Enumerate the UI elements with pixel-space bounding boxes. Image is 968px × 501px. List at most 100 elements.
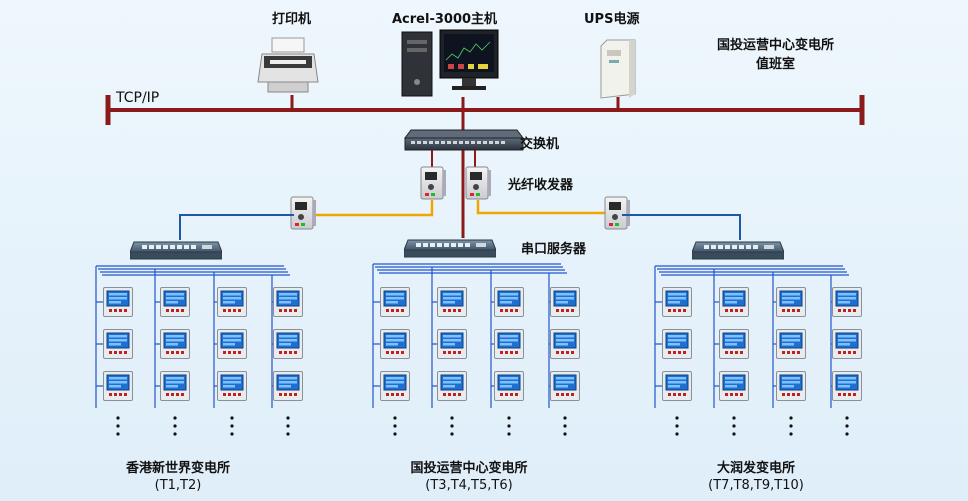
switch-label: 交换机 — [520, 137, 560, 152]
continuation-dot — [845, 424, 849, 428]
continuation-dot — [789, 432, 793, 436]
continuation-dot — [450, 432, 454, 436]
power-meter-icon — [273, 329, 303, 359]
substation-name: 国投运营中心变电所 — [410, 461, 528, 476]
duty-room-label-line2: 值班室 — [756, 57, 796, 72]
continuation-dot — [286, 416, 290, 420]
power-meter-icon — [719, 329, 749, 359]
host-label: Acrel-3000主机 — [392, 12, 498, 27]
power-meter-icon — [380, 287, 410, 317]
serial-server-icon — [404, 239, 496, 258]
power-meter-icon — [494, 329, 524, 359]
continuation-dot — [450, 424, 454, 428]
tcpip-bus — [105, 95, 865, 125]
power-meter-icon — [160, 287, 190, 317]
substation-caption-1: 香港新世界变电所 (T1,T2) — [108, 457, 248, 493]
continuation-dot — [116, 416, 120, 420]
power-meter-icon — [103, 329, 133, 359]
substation-transformers: (T1,T2) — [154, 478, 202, 493]
substation-caption-3: 大润发变电所 (T7,T8,T9,T10) — [686, 457, 826, 493]
tcpip-label: TCP/IP — [116, 90, 160, 106]
continuation-dot — [789, 424, 793, 428]
bus-drops — [290, 95, 620, 238]
continuation-dot — [393, 424, 397, 428]
power-meter-icon — [217, 287, 247, 317]
continuation-dot — [173, 424, 177, 428]
continuation-dot — [230, 432, 234, 436]
continuation-dot — [563, 424, 567, 428]
network-switch-icon — [404, 129, 524, 151]
continuation-dot — [845, 416, 849, 420]
continuation-dot — [116, 424, 120, 428]
ups-label: UPS电源 — [584, 12, 640, 27]
power-meter-icon — [832, 329, 862, 359]
continuation-dot — [393, 416, 397, 420]
continuation-dot — [732, 416, 736, 420]
power-meter-icon — [776, 329, 806, 359]
power-meter-icon — [437, 371, 467, 401]
continuation-dot — [675, 416, 679, 420]
rs485-branches — [95, 263, 862, 436]
power-meter-icon — [832, 287, 862, 317]
continuation-dot — [450, 416, 454, 420]
continuation-dot — [675, 432, 679, 436]
substation-name: 香港新世界变电所 — [125, 461, 230, 476]
power-meter-icon — [273, 371, 303, 401]
power-meter-icon — [160, 371, 190, 401]
power-meter-icon — [550, 371, 580, 401]
continuation-dot — [393, 432, 397, 436]
power-meter-icon — [662, 287, 692, 317]
fiber-transceiver-icon — [420, 166, 446, 200]
power-meter-icon — [550, 329, 580, 359]
power-meter-icon — [719, 371, 749, 401]
substation-name: 大润发变电所 — [716, 461, 795, 476]
power-meter-icon — [273, 287, 303, 317]
serial-server-icon — [692, 241, 784, 260]
serial-server-icon — [130, 241, 222, 260]
power-meter-icon — [832, 371, 862, 401]
fiber-transceiver-icon — [290, 196, 316, 230]
duty-room-label-line1: 国投运营中心变电所 — [717, 38, 835, 53]
continuation-dot — [789, 416, 793, 420]
continuation-dot — [173, 432, 177, 436]
continuation-dot — [675, 424, 679, 428]
continuation-dot — [563, 416, 567, 420]
printer-icon — [257, 37, 319, 93]
power-meter-icon — [776, 371, 806, 401]
continuation-dot — [732, 432, 736, 436]
power-meter-icon — [662, 329, 692, 359]
continuation-dot — [230, 424, 234, 428]
continuation-dot — [507, 416, 511, 420]
continuation-dot — [286, 432, 290, 436]
power-meter-icon — [662, 371, 692, 401]
substation-transformers: (T7,T8,T9,T10) — [708, 478, 804, 493]
power-meter-icon — [103, 371, 133, 401]
substation-transformers: (T3,T4,T5,T6) — [425, 478, 513, 493]
fiber-transceiver-icon — [604, 196, 630, 230]
power-meter-icon — [550, 287, 580, 317]
serial-server-label: 串口服务器 — [521, 242, 587, 257]
printer-label: 打印机 — [272, 12, 312, 27]
serial-uplinks — [179, 214, 741, 240]
continuation-dot — [845, 432, 849, 436]
power-meter-icon — [494, 371, 524, 401]
power-meter-icon — [217, 371, 247, 401]
power-meter-icon — [437, 287, 467, 317]
power-meter-icon — [217, 329, 247, 359]
desktop-computer-icon — [401, 29, 499, 97]
continuation-dot — [173, 416, 177, 420]
power-meter-icon — [103, 287, 133, 317]
continuation-dot — [116, 432, 120, 436]
continuation-dot — [507, 432, 511, 436]
power-meter-icon — [719, 287, 749, 317]
fiber-transceiver-icon — [465, 166, 491, 200]
power-meter-icon — [380, 371, 410, 401]
power-meter-icon — [380, 329, 410, 359]
power-meter-icon — [437, 329, 467, 359]
continuation-dot — [507, 424, 511, 428]
continuation-dot — [563, 432, 567, 436]
fiber-links — [306, 200, 610, 217]
continuation-dot — [732, 424, 736, 428]
